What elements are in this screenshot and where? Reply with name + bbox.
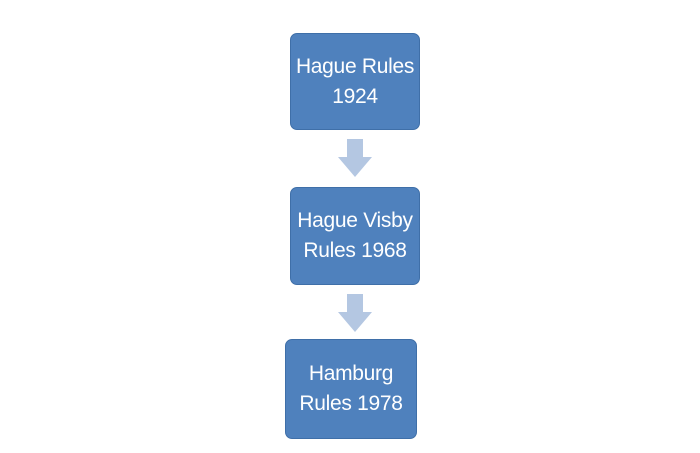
down-arrow-icon [338,294,372,332]
flow-box-label-line2: Rules 1978 [299,392,403,415]
down-arrow-icon [338,139,372,177]
flow-box-label-line1: Hamburg [308,362,394,385]
flow-box-label-line1: Hague Rules [295,54,415,78]
flow-box-hague-visby-rules: Hague Visby Rules 1968 [290,187,420,285]
flow-box-label-line2: Rules 1968 [303,239,407,262]
flow-box-label-line2: 1924 [332,84,378,108]
flow-box-label-line1: Hague Visby [297,209,413,232]
flow-box-hague-rules: Hague Rules 1924 [290,33,420,130]
flow-box-hamburg-rules: Hamburg Rules 1978 [285,339,417,439]
